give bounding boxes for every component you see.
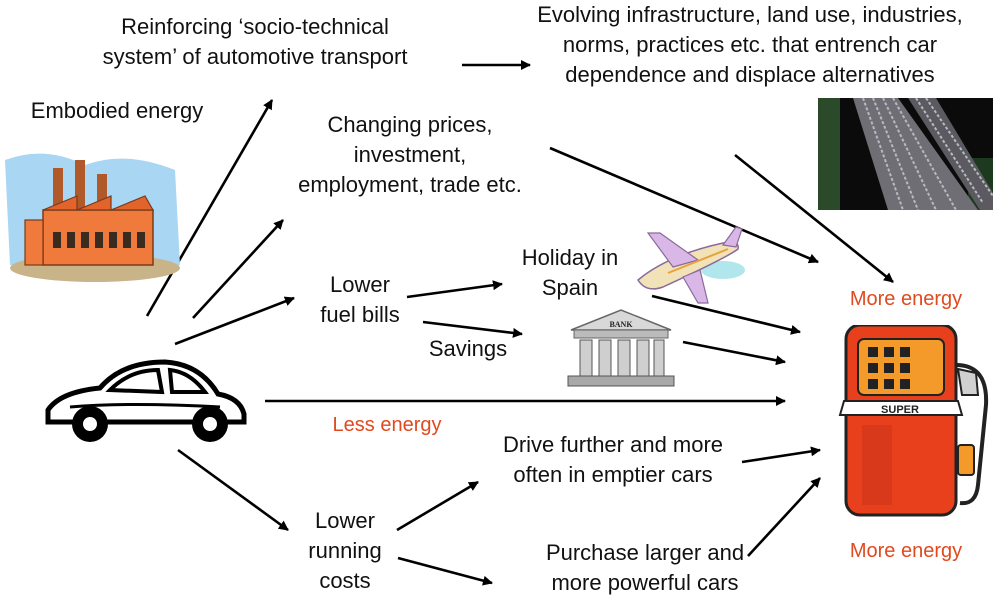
more-energy-bottom-label: More energy [849, 540, 963, 562]
traffic-jam-photo [818, 98, 993, 210]
drive-further-label: Drive further and more often in emptier … [502, 432, 724, 487]
lower-fuel-bills-label: Lower fuel bills [320, 272, 400, 327]
arrow-changing-to-pump [549, 146, 819, 264]
reinforcing-label: Reinforcing ‘socio-technical system’ of … [102, 14, 408, 69]
arrow-photo-to-pump [734, 153, 894, 284]
car-icon [45, 359, 247, 442]
arrow-car-to-changing [192, 219, 284, 319]
bank-icon: BANK [567, 309, 675, 387]
fuel-pump-icon: SUPER [838, 325, 989, 517]
arrow-running-to-drive [396, 480, 479, 532]
changing-prices-label: Changing prices, investment, employment,… [298, 112, 522, 197]
savings-label: Savings [428, 336, 508, 361]
arrow-running-to-purchase [397, 556, 493, 586]
less-energy-label: Less energy [332, 414, 442, 436]
arrow-drive-to-pump [741, 446, 821, 464]
arrow-holiday-to-pump [651, 294, 801, 335]
arrow-purchase-to-pump [747, 477, 821, 557]
arrow-car-to-reinforcing [145, 99, 274, 317]
factory-icon [5, 153, 180, 282]
lower-running-costs-label: Lower running costs [308, 508, 382, 593]
bank-sign: BANK [609, 320, 633, 329]
arrow-fuel-bills-to-holiday [406, 280, 503, 299]
arrow-bank-to-pump [682, 340, 786, 366]
more-energy-top-label: More energy [849, 288, 963, 310]
arrow-fuel-bills-to-savings [422, 320, 523, 338]
arrow-car-to-running-costs [177, 448, 289, 532]
embodied-energy-label: Embodied energy [30, 98, 204, 123]
purchase-label: Purchase larger and more powerful cars [545, 540, 745, 595]
pump-sign: SUPER [881, 404, 919, 416]
airplane-icon [637, 226, 745, 304]
evolving-label: Evolving infrastructure, land use, indus… [537, 2, 963, 87]
holiday-label: Holiday in Spain [521, 245, 619, 300]
arrow-car-to-fuel-bills [174, 296, 295, 346]
